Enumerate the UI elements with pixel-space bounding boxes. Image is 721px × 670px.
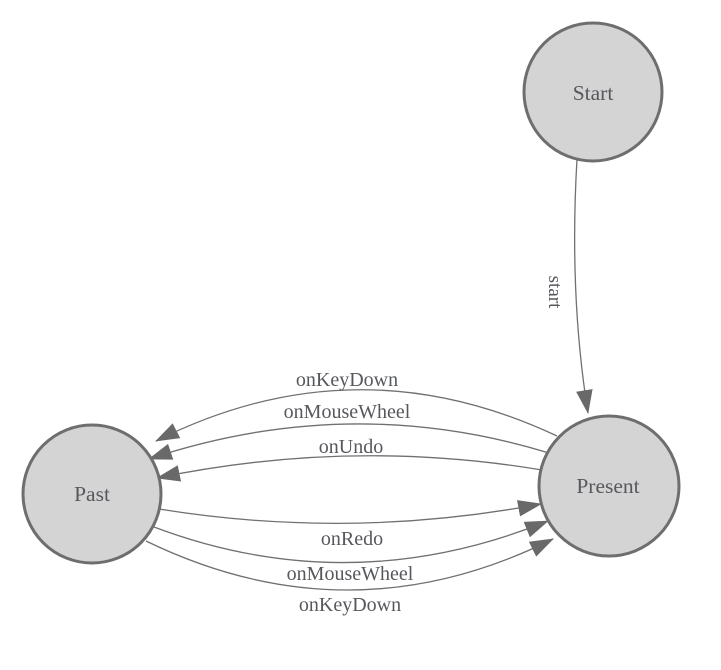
transition-line — [145, 538, 554, 591]
edge-label-onmousewheel: onMouseWheel — [287, 563, 414, 585]
edge-label-start: start — [544, 276, 565, 309]
state-node-present: Present — [537, 414, 681, 558]
state-circle-present — [537, 414, 681, 558]
edge-label-onkeydown: onKeyDown — [299, 594, 401, 616]
edge-label-onredo: onRedo — [321, 528, 383, 550]
transition-line — [155, 455, 543, 482]
edge-past-to-present-keydown: onKeyDown — [145, 538, 554, 616]
edge-start-to-present: start — [544, 158, 593, 415]
edge-present-to-past-keydown: onKeyDown — [155, 369, 558, 442]
edge-past-to-present-mousewheel: onMouseWheel — [153, 520, 549, 585]
state-node-start: Start — [522, 21, 664, 163]
edge-present-to-past-mousewheel: onMouseWheel — [148, 401, 550, 460]
transition-line — [155, 389, 558, 442]
edge-label-onundo: onUndo — [319, 436, 383, 458]
state-node-past: Past — [21, 423, 163, 565]
node-label-start: Start — [573, 81, 614, 105]
transition-line — [158, 500, 543, 524]
edge-label-onkeydown: onKeyDown — [296, 369, 398, 391]
edge-past-to-present-redo: onRedo — [158, 500, 543, 550]
state-circle-past — [21, 423, 163, 565]
transition-line — [573, 158, 593, 415]
node-label-past: Past — [74, 482, 110, 506]
edge-label-onmousewheel: onMouseWheel — [284, 401, 411, 423]
state-circle-start — [522, 21, 664, 163]
transition-line — [148, 423, 550, 460]
edge-present-to-past-undo: onUndo — [155, 436, 543, 482]
node-label-present: Present — [576, 474, 639, 498]
transition-line — [153, 520, 549, 564]
